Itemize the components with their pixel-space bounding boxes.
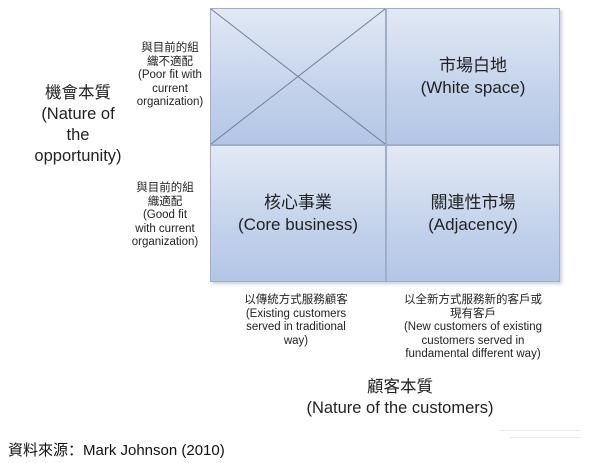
- y-axis-title: 機會本質 (Nature of the opportunity): [34, 84, 122, 165]
- x-axis-left-label: 以傳統方式服務顧客 (Existing customers served in …: [244, 294, 348, 347]
- watermark-decoration: [500, 430, 580, 431]
- quadrant-core-business-en: (Core business): [238, 214, 358, 234]
- quadrant-adjacency: 關連性市場 (Adjacency): [386, 145, 560, 282]
- quadrant-adjacency-en: (Adjacency): [428, 214, 518, 234]
- quadrant-core-business-zh: 核心事業: [264, 192, 332, 212]
- quadrant-adjacency-label: 關連性市場 (Adjacency): [387, 146, 559, 281]
- x-axis-title: 顧客本質 (Nature of the customers): [306, 378, 494, 417]
- quadrant-white-space-label: 市場白地 (White space): [387, 9, 559, 144]
- y-axis-bottom-label: 與目前的組 織適配 (Good fit with current organiz…: [131, 182, 199, 248]
- cross-mark: [210, 8, 386, 145]
- x-axis-right-label: 以全新方式服務新的客戶或 現有客戶 (New customers of exis…: [403, 294, 543, 360]
- y-axis-top-label: 與目前的組 織不適配 (Poor fit with current organi…: [136, 42, 204, 108]
- quadrant-white-space-zh: 市場白地: [439, 55, 507, 75]
- source-citation: 資料來源：Mark Johnson (2010): [8, 442, 225, 459]
- quadrant-white-space-en: (White space): [420, 77, 526, 97]
- quadrant-core-business-label: 核心事業 (Core business): [211, 146, 385, 281]
- watermark-decoration: [510, 437, 580, 438]
- quadrant-white-space: 市場白地 (White space): [386, 8, 560, 145]
- quadrant-adjacency-zh: 關連性市場: [430, 192, 516, 212]
- quadrant-top-left: [210, 8, 386, 145]
- quadrant-core-business: 核心事業 (Core business): [210, 145, 386, 282]
